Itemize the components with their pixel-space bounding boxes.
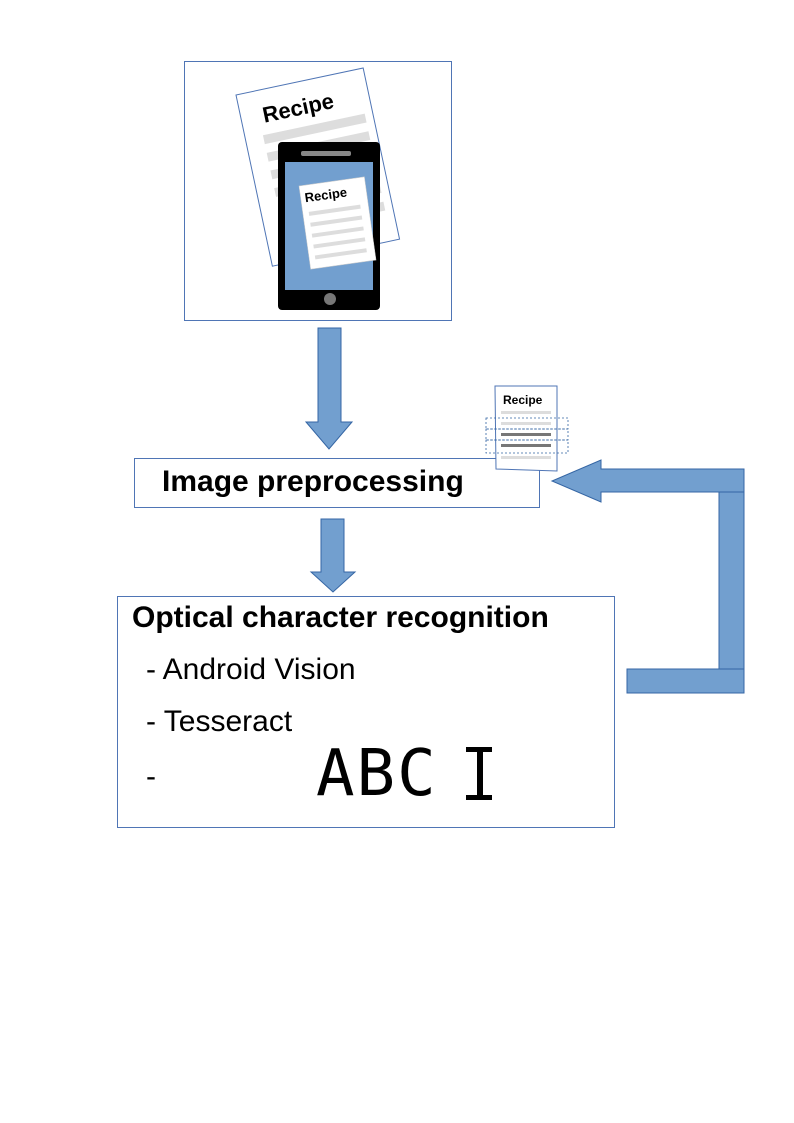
recipe-scan-illustration: Recipe Recipe bbox=[235, 67, 401, 310]
ocr-engine-tesseract: - Tesseract bbox=[146, 705, 293, 738]
down-arrow-to-preprocessing bbox=[304, 327, 354, 450]
input-image-panel: Recipe Recipe bbox=[184, 61, 452, 321]
ocr-title: Optical character recognition bbox=[132, 601, 549, 634]
ocr-step: Optical character recognition - Android … bbox=[117, 596, 615, 828]
ocr-engine-custom: - bbox=[146, 760, 156, 793]
preprocessing-step: Image preprocessing bbox=[134, 458, 540, 508]
feedback-arrow bbox=[550, 459, 745, 694]
text-cursor-icon bbox=[466, 747, 492, 800]
phone-screen-document: Recipe bbox=[298, 176, 377, 270]
phone-screen-title: Recipe bbox=[304, 184, 348, 205]
down-arrow-to-ocr bbox=[309, 518, 357, 593]
ocr-engine-android-vision: - Android Vision bbox=[146, 653, 356, 686]
preprocessing-title: Image preprocessing bbox=[162, 465, 464, 498]
ocr-glyph-sample: ABC bbox=[316, 737, 438, 811]
